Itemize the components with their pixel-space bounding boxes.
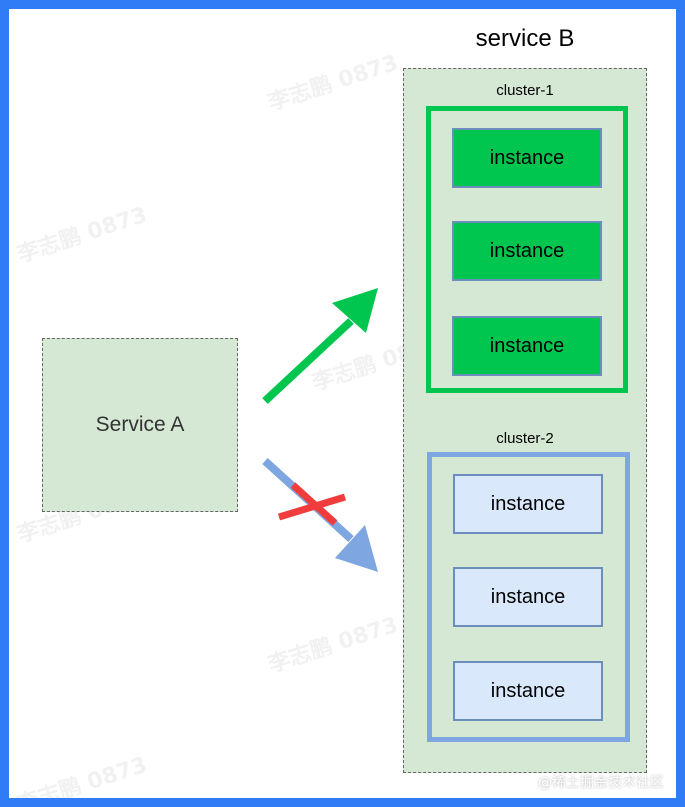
service-a-label: Service A bbox=[95, 413, 185, 436]
service-a-box: Service A bbox=[42, 338, 238, 512]
instance-label: instance bbox=[489, 239, 565, 262]
instance-label: instance bbox=[490, 585, 566, 608]
cluster-1-instance: instance bbox=[452, 221, 602, 281]
instance-label: instance bbox=[489, 334, 565, 357]
service-b-title: service B bbox=[475, 25, 575, 52]
cluster-2-label: cluster-2 bbox=[496, 430, 554, 447]
blocked-cross-icon bbox=[277, 482, 347, 526]
cluster-2-instance: instance bbox=[453, 474, 603, 534]
cluster-1-instance: instance bbox=[452, 316, 602, 376]
cluster-1-label: cluster-1 bbox=[496, 82, 554, 99]
cluster-2-box bbox=[427, 452, 630, 742]
cluster-1-box bbox=[426, 106, 628, 393]
instance-label: instance bbox=[489, 146, 565, 169]
source-credit: @稀土掘金技术社区 bbox=[538, 775, 664, 791]
cluster-1-instance: instance bbox=[452, 128, 602, 188]
allowed-arrow bbox=[262, 288, 378, 404]
connection-arrows bbox=[262, 288, 378, 572]
instance-label: instance bbox=[490, 492, 566, 515]
cluster-2-instance: instance bbox=[453, 567, 603, 627]
instance-label: instance bbox=[490, 679, 566, 702]
cluster-2-instance: instance bbox=[453, 661, 603, 721]
diagram-canvas: 李志鹏 0873 李志鹏 0873 李志鹏 0873 李志鹏 0873 李志鹏 … bbox=[9, 9, 676, 798]
